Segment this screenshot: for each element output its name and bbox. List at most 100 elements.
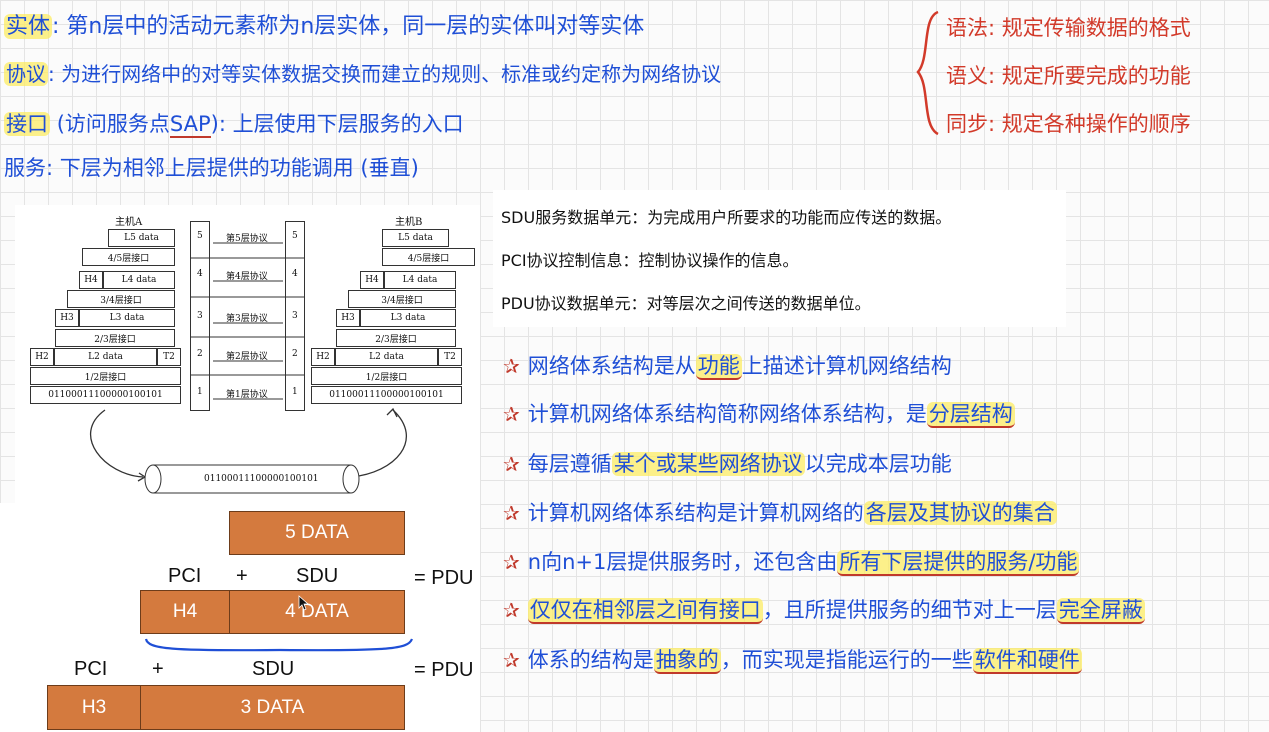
star-note-7-b: ，而实现是指能运行的一些 [720,648,973,672]
host-b-i23: 2/3层接口 [336,329,456,347]
protocol-timing: 同步: 规定各种操作的顺序 [946,112,1191,136]
star-note-3: ✰ 每层遵循某个或某些网络协议以完成本层功能 [503,448,952,478]
host-a-l4: L4 data [103,271,175,289]
star-note-4-highlight: 各层及其协议的集合 [863,501,1057,525]
layer4-data-box: 4 DATA [229,590,405,634]
star-note-4-a: 计算机网络体系结构是计算机网络的 [527,501,864,525]
note-entity-key: 实体 [4,14,53,39]
host-a-i34: 3/4层接口 [67,290,175,308]
note-service-text: : 下层为相邻上层提供的功能调用 (垂直) [46,156,419,180]
host-b-h3: H3 [336,309,360,327]
note-interface-text-b: ): 上层使用下层服务的入口 [210,112,464,136]
plus-label-2: + [152,658,164,680]
star-note-7-highlight-2: 软件和硬件 [972,648,1082,674]
protocol-1: 第1层协议 [226,390,268,400]
star-note-4: ✰计算机网络体系结构是计算机网络的各层及其协议的集合 [503,497,1057,527]
star-note-1-highlight: 功能 [695,354,742,380]
host-a-i12: 1/2层接口 [30,367,181,385]
mouse-cursor-icon [298,595,310,611]
host-b-l3: L3 data [360,309,456,327]
star-note-5-a: n向n+1层提供服务时，还包含由 [527,550,838,574]
layer-num-1-right: 1 [292,387,298,397]
star-note-2-highlight: 分层结构 [926,402,1015,428]
host-b-l4: L4 data [384,271,456,289]
protocol-arrows [90,242,407,494]
star-note-6: ✰仅仅在相邻层之间有接口，且所提供服务的细节对上一层完全屏蔽 [503,594,1145,624]
host-a-l3: L3 data [79,309,175,327]
protocol-3: 第3层协议 [226,314,268,324]
definitions-panel: SDU服务数据单元：为完成用户所要求的功能而应传送的数据。 PCI协议控制信息：… [493,190,1066,327]
note-interface: 接口 (访问服务点SAP): 上层使用下层服务的入口 [4,108,464,138]
star-note-1: ✰网络体系结构是从功能上描述计算机网络结构 [503,350,952,380]
star-note-3-a: 每层遵循 [527,452,612,476]
layer-num-1-left: 1 [197,387,203,397]
star-icon: ✰ [503,402,520,426]
note-service-key: 服务 [4,156,46,180]
protocol-syntax: 语法: 规定传输数据的格式 [946,16,1191,40]
host-a-bits: 01100011100000100101 [30,386,181,404]
star-note-3-highlight: 某个或某些网络协议 [611,452,805,476]
star-icon: ✰ [503,452,520,476]
host-b-h4: H4 [360,271,384,289]
def-sdu: SDU服务数据单元：为完成用户所要求的功能而应传送的数据。 [501,208,952,227]
star-note-3-b: 以完成本层功能 [804,452,952,476]
protocol-semantics: 语义: 规定所要完成的功能 [946,64,1191,88]
star-note-5-highlight: 所有下层提供的服务/功能 [837,550,1080,576]
star-icon: ✰ [503,354,520,378]
protocol-2: 第2层协议 [226,352,268,362]
star-note-5: ✰n向n+1层提供服务时，还包含由所有下层提供的服务/功能 [503,546,1080,576]
layer-num-5-right: 5 [292,231,298,241]
host-a-t2: T2 [157,348,181,366]
host-a-h3: H3 [55,309,79,327]
layer-num-3-left: 3 [197,311,203,321]
plus-label-1: + [236,565,248,587]
star-note-7-a: 体系的结构是 [527,648,654,672]
equals-pdu-1: = PDU [414,567,474,589]
host-a-l2: L2 data [54,348,157,366]
protocol-4: 第4层协议 [226,272,268,282]
pci-label-1: PCI [168,565,202,587]
layer-num-5-left: 5 [197,231,203,241]
host-a-l5: L5 data [108,229,175,247]
host-a-label: 主机A [115,217,143,228]
star-note-6-highlight: 仅仅在相邻层之间有接口 [527,598,763,624]
host-a-i23: 2/3层接口 [55,329,175,347]
left-layer-column [190,221,210,411]
layer3-data-box: 3 DATA [140,685,405,730]
layer-diagram: 主机A 主机B L5 data 4/5层接口 H4 L4 data 3/4层接口… [15,205,480,503]
layer-num-2-left: 2 [197,349,203,359]
host-b-h2: H2 [311,348,335,366]
def-pci: PCI协议控制信息：控制协议操作的信息。 [501,251,799,270]
note-entity: 实体: 第n层中的活动元素称为n层实体，同一层的实体叫对等实体 [4,8,644,40]
host-a-i45: 4/5层接口 [82,248,175,266]
layer-num-2-right: 2 [292,349,298,359]
pipe-bits: 01100011100000100101 [204,474,319,484]
star-note-7-highlight: 抽象的 [653,648,721,674]
note-protocol-text: : 为进行网络中的对等实体数据交换而建立的规则、标准或约定称为网络协议 [48,62,722,86]
star-icon: ✰ [503,648,520,672]
sdu-label-2: SDU [252,658,295,680]
equals-pdu-2: = PDU [414,659,474,681]
star-note-1-a: 网络体系结构是从 [527,354,696,378]
host-b-i34: 3/4层接口 [348,290,456,308]
host-b-i45: 4/5层接口 [382,248,475,266]
bracket-icon [916,10,939,136]
pdu-diagram: 5 DATA PCI + SDU = PDU H4 4 DATA PCI + S… [0,503,480,732]
star-note-2-a: 计算机网络体系结构简称网络体系结构，是 [527,402,927,426]
note-protocol-key: 协议 [4,62,48,86]
host-b-bits: 01100011100000100101 [311,386,462,404]
h4-header-box: H4 [140,590,230,634]
host-a-h4: H4 [79,271,103,289]
star-note-6-highlight-2: 完全屏蔽 [1056,598,1145,624]
host-b-i12: 1/2层接口 [311,367,462,385]
star-icon: ✰ [503,598,520,622]
note-interface-text-a: (访问服务点 [56,112,170,136]
host-b-t2: T2 [438,348,462,366]
note-protocol: 协议: 为进行网络中的对等实体数据交换而建立的规则、标准或约定称为网络协议 [4,58,721,87]
note-entity-text: : 第n层中的活动元素称为n层实体，同一层的实体叫对等实体 [52,14,645,39]
def-pdu: PDU协议数据单元：对等层次之间传送的数据单位。 [501,294,871,313]
pdu-underline-brace [144,638,414,652]
star-note-2: ✰ 计算机网络体系结构简称网络体系结构，是分层结构 [503,398,1015,428]
host-a-h2: H2 [30,348,54,366]
note-interface-key: 接口 [4,112,50,136]
